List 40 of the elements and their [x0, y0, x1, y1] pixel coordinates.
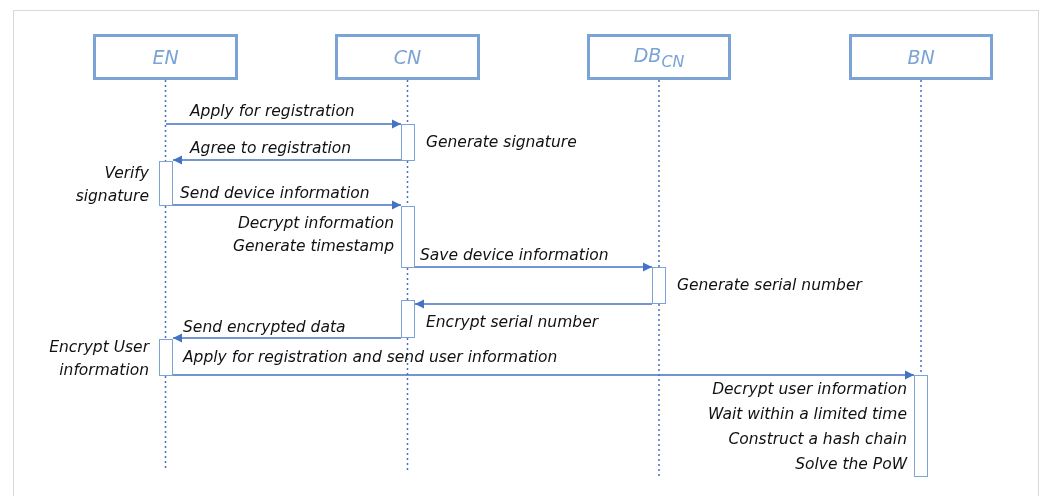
- lifeline: [658, 303, 660, 477]
- step-label: Encrypt User information: [48, 337, 149, 381]
- message-arrow: [172, 333, 402, 343]
- message-arrow: [172, 370, 915, 380]
- lifeline: [406, 79, 409, 125]
- message-label: Send encrypted data: [183, 317, 346, 338]
- lifeline: [164, 79, 167, 162]
- participant-box: [587, 34, 731, 80]
- message-arrow: [165, 119, 402, 129]
- step-label: Wait within a limited time: [707, 404, 907, 425]
- message-label: Apply for registration and send user information: [183, 347, 558, 368]
- participant-name: EN: [152, 46, 179, 68]
- message-arrow: [172, 200, 402, 210]
- participant-box: [849, 34, 993, 80]
- step-label: Generate timestamp: [233, 236, 394, 257]
- message-label: Send device information: [180, 183, 370, 204]
- lifeline: [658, 79, 660, 268]
- participant-name: CN: [393, 46, 422, 68]
- participant-name: BN: [907, 46, 935, 68]
- message-arrow: [414, 299, 653, 309]
- step-label: Construct a hash chain: [728, 429, 907, 450]
- lifeline: [406, 337, 409, 471]
- step-label: Verify signature: [74, 163, 149, 207]
- participant-name: DB$_{CN}$: [633, 43, 685, 71]
- message-arrow: [414, 262, 653, 272]
- message-label: Apply for registration: [190, 101, 355, 122]
- participant-box: [93, 34, 238, 80]
- step-label: Decrypt information: [237, 213, 394, 234]
- participant-box: [335, 34, 480, 80]
- step-label: Encrypt serial number: [426, 312, 599, 333]
- message-arrow: [172, 155, 402, 165]
- step-label: Generate signature: [426, 132, 577, 153]
- lifeline: [164, 375, 167, 471]
- step-label: Decrypt user information: [712, 379, 907, 400]
- lifeline: [164, 205, 167, 340]
- lifeline: [406, 267, 409, 301]
- step-label: Solve the PoW: [795, 454, 907, 475]
- message-label: Agree to registration: [190, 138, 352, 159]
- message-label: Save device information: [420, 245, 609, 266]
- step-label: Generate serial number: [677, 275, 862, 296]
